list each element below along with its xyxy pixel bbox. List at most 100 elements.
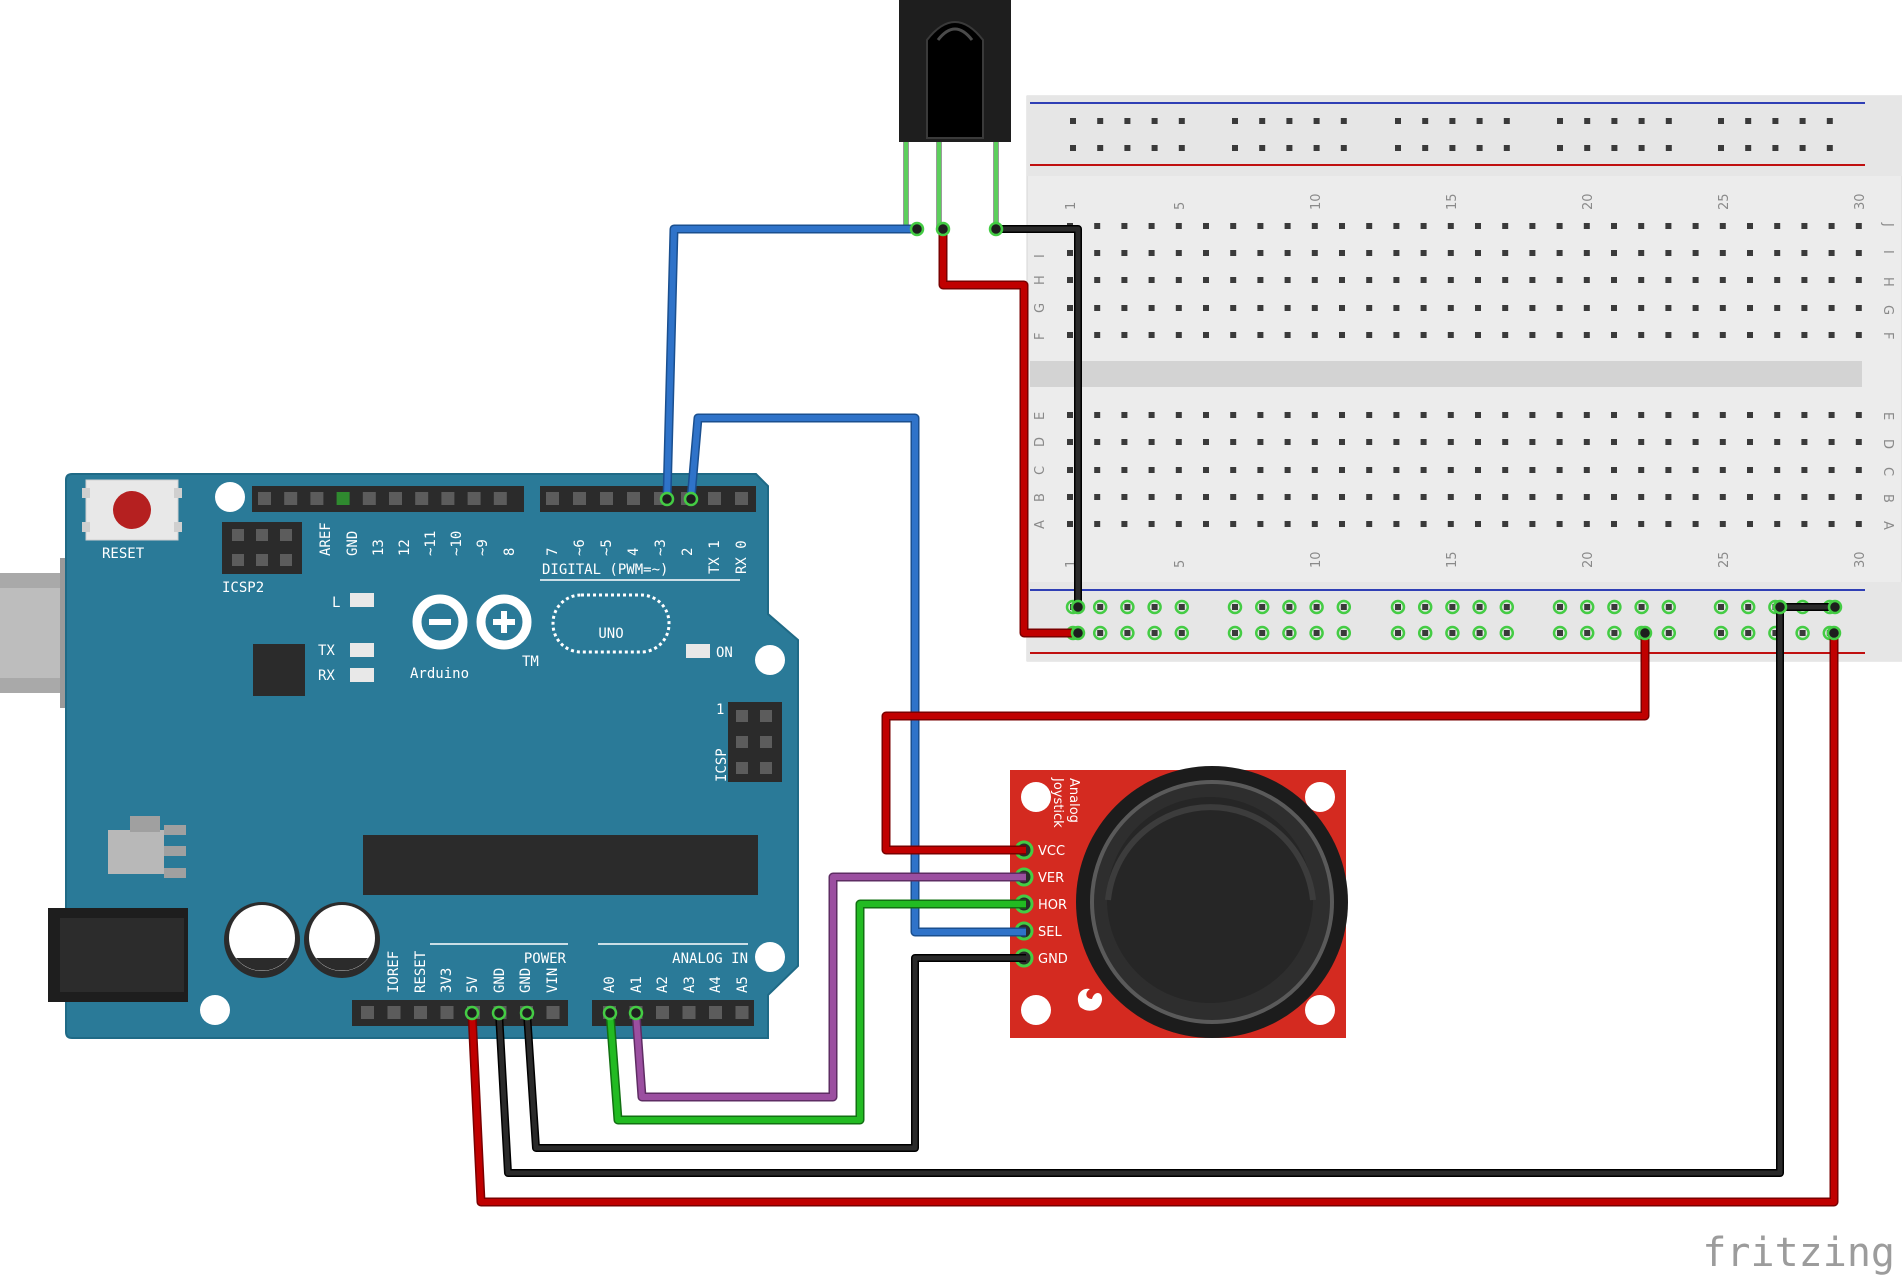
breadboard-hole	[1719, 494, 1726, 500]
breadboard-hole	[1747, 250, 1753, 256]
breadboard-hole	[1611, 305, 1617, 311]
rail-hole	[1313, 604, 1320, 610]
breadboard-hole	[1611, 521, 1617, 527]
row-label-right: A	[1880, 521, 1895, 530]
rail-hole	[1151, 630, 1158, 636]
breadboard-hole	[1611, 412, 1617, 418]
breadboard-hole	[1475, 223, 1481, 229]
breadboard-hole	[1611, 277, 1617, 283]
rail-hole	[1178, 630, 1185, 636]
breadboard-hole	[1230, 250, 1237, 256]
breadboard-center-channel	[1030, 361, 1862, 387]
breadboard-hole	[1447, 250, 1454, 256]
row-label-right: G	[1880, 305, 1895, 315]
breadboard-hole	[1828, 223, 1835, 229]
digital-pin[interactable]	[600, 492, 613, 505]
power-pin[interactable]	[414, 1006, 427, 1019]
digital-pin[interactable]	[258, 492, 271, 505]
led-on	[686, 644, 710, 658]
breadboard-hole	[1828, 305, 1835, 311]
breadboard-hole	[1420, 439, 1427, 445]
breadboard-hole	[1638, 250, 1645, 256]
rail-hole-connected	[1740, 599, 1756, 615]
digital-pin[interactable]	[310, 492, 324, 505]
breadboard-hole	[1774, 250, 1781, 256]
breadboard-hole	[1692, 277, 1699, 283]
digital-pin[interactable]	[708, 492, 721, 505]
digital-pin[interactable]	[441, 492, 455, 505]
power-pin[interactable]	[387, 1006, 401, 1019]
breadboard-hole	[1692, 494, 1699, 500]
breadboard-hole	[1719, 439, 1726, 445]
digital-pin[interactable]	[493, 492, 507, 505]
breadboard-hole	[1366, 494, 1373, 500]
digital-pin[interactable]	[735, 492, 748, 505]
breadboard-hole	[1284, 467, 1291, 473]
breadboard-hole	[1148, 494, 1155, 500]
breadboard-hole	[1774, 412, 1781, 418]
breadboard-hole	[1148, 521, 1155, 527]
breadboard-hole	[1121, 223, 1128, 229]
breadboard-hole	[1230, 467, 1237, 473]
rail-hole	[1665, 604, 1672, 610]
breadboard-hole	[1855, 250, 1862, 256]
analog-pin-label: A5	[735, 976, 751, 993]
breadboard-hole	[1311, 521, 1318, 527]
rail-hole-connected	[1472, 599, 1487, 615]
breadboard-hole	[1311, 223, 1318, 229]
breadboard-hole	[1366, 439, 1373, 445]
power-pin-label: RESET	[413, 950, 429, 993]
breadboard-hole	[1094, 467, 1101, 473]
breadboard-hole	[1257, 223, 1264, 229]
breadboard-hole	[1148, 277, 1155, 283]
rail-hole-connected	[1227, 625, 1243, 641]
power-pin[interactable]	[440, 1006, 454, 1019]
breadboard-hole	[1366, 305, 1373, 311]
analog-pin[interactable]	[656, 1006, 669, 1019]
power-pin[interactable]	[546, 1006, 560, 1019]
rail-hole-connected	[1579, 599, 1595, 615]
digital-pin[interactable]	[546, 492, 559, 505]
analog-pin[interactable]	[735, 1006, 749, 1019]
breadboard-hole	[1175, 521, 1182, 527]
breadboard-hole	[1719, 521, 1726, 527]
analog-header	[592, 1000, 754, 1026]
breadboard-hole	[1230, 223, 1237, 229]
breadboard-hole	[1529, 332, 1536, 338]
wire-endpoints	[464, 221, 1843, 1021]
mounting-hole	[200, 995, 230, 1025]
rail-hole-connected	[1254, 599, 1270, 615]
breadboard-hole	[1774, 467, 1781, 473]
breadboard-hole	[1556, 305, 1563, 311]
digital-pin[interactable]	[415, 492, 429, 505]
usb-chip	[253, 644, 305, 696]
rail-hole-connected	[1795, 625, 1810, 641]
rail-hole-connected	[1227, 599, 1243, 615]
breadboard-hole	[1311, 467, 1318, 473]
joystick-knob[interactable]	[1107, 797, 1313, 1003]
breadboard-hole	[1475, 277, 1481, 283]
digital-pin[interactable]	[389, 492, 402, 505]
breadboard-hole	[1393, 277, 1400, 283]
reset-button[interactable]	[113, 491, 151, 529]
breadboard-hole	[1638, 494, 1645, 500]
digital-pin[interactable]	[627, 492, 640, 505]
breadboard-hole	[1203, 223, 1209, 229]
row-label-right: H	[1880, 277, 1895, 287]
breadboard-hole	[1284, 250, 1291, 256]
digital-pin[interactable]	[336, 492, 350, 505]
rail-hole	[1395, 604, 1401, 610]
breadboard-hole	[1529, 467, 1536, 473]
power-pin[interactable]	[361, 1006, 374, 1019]
analog-pin[interactable]	[709, 1006, 722, 1019]
breadboard-hole	[1556, 439, 1563, 445]
digital-pin[interactable]	[573, 492, 586, 505]
breadboard-hole	[1284, 305, 1291, 311]
digital-pin[interactable]	[284, 492, 298, 505]
digital-pin[interactable]	[362, 492, 376, 505]
analog-pin[interactable]	[682, 1006, 696, 1019]
breadboard-hole	[1719, 332, 1726, 338]
digital-pin[interactable]	[467, 492, 481, 505]
breadboard-hole	[1420, 305, 1427, 311]
